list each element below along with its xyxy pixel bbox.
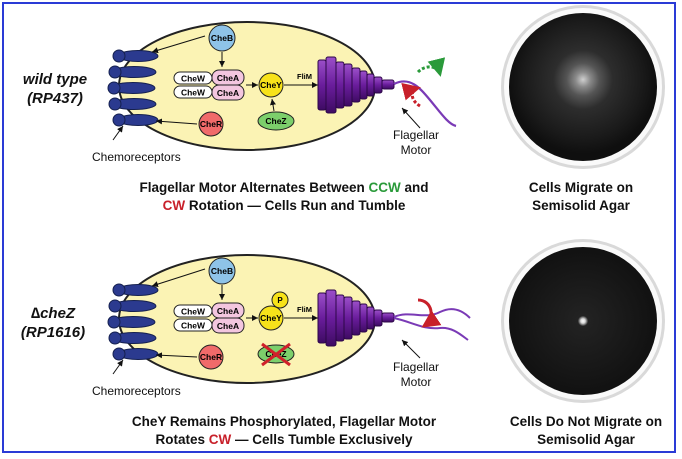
caption-bottom-line2-b: — Cells Tumble Exclusively (231, 432, 413, 447)
phosphate-label: P (277, 296, 283, 305)
cher-label-top: CheR (200, 119, 222, 129)
caption-top-line2: Rotation — Cells Run and Tumble (185, 198, 406, 213)
caption-migrate: Cells Migrate on Semisolid Agar (506, 179, 656, 215)
cw-arrow-top (401, 82, 421, 108)
chea-label-2-bottom: CheA (217, 321, 239, 331)
flim-label-top: FliM (297, 72, 312, 81)
flagellar-motor-bottom (317, 289, 395, 347)
chea-label-1-top: CheA (217, 73, 239, 83)
caption-chez: CheY Remains Phosphorylated, Flagellar M… (104, 413, 464, 449)
cheb-circle-top (208, 24, 236, 52)
flim-label-bottom: FliM (297, 305, 312, 314)
chew-label-2-bottom: CheW (181, 321, 206, 331)
chemoreceptors-bottom (107, 283, 159, 361)
chew-label-1-bottom: CheW (181, 307, 206, 317)
caption-top-cw: CW (162, 198, 186, 213)
chemoreceptors-top (107, 49, 159, 127)
chey-circle-top (258, 72, 284, 98)
strain-name-wild-type: wild type (22, 71, 88, 88)
caption-top-line1-a: Flagellar Motor Alternates Between (139, 180, 369, 195)
motor-label-bottom-line1: Flagellar (392, 360, 440, 374)
strain-id-chez: (RP1616) (20, 324, 86, 341)
caption-no-migrate: Cells Do Not Migrate on Semisolid Agar (498, 413, 674, 449)
deletion-cross-icon (261, 342, 291, 367)
cher-label-bottom: CheR (200, 352, 222, 362)
ccw-arrow-top (416, 57, 446, 77)
caption-bottom-line1: CheY Remains Phosphorylated, Flagellar M… (131, 414, 437, 429)
chey-label-bottom: CheY (260, 313, 282, 323)
chea-label-2-top: CheA (217, 88, 239, 98)
strain-label-chez: ∆cheZ (RP1616) (8, 304, 98, 342)
motor-label-bottom: Flagellar Motor (386, 360, 446, 390)
phosphate-badge (271, 291, 289, 309)
motor-label-top-line1: Flagellar (392, 128, 440, 142)
chey-label-top: CheY (260, 80, 282, 90)
cw-arrow-bottom (417, 298, 442, 328)
cheb-label-top: CheB (211, 33, 233, 43)
chemoreceptors-label-top: Chemoreceptors (92, 150, 181, 164)
cher-circle-top (198, 111, 224, 137)
caption-wild-type: Flagellar Motor Alternates Between CCW a… (104, 179, 464, 215)
chew-label-1-top: CheW (181, 74, 206, 84)
caption-migrate-line1: Cells Migrate on (528, 180, 634, 195)
chez-label-top: CheZ (265, 116, 286, 126)
motor-label-top-line2: Motor (400, 143, 432, 157)
petri-dish-migrate (501, 5, 665, 169)
caption-no-migrate-line1: Cells Do Not Migrate on (509, 414, 663, 429)
caption-bottom-line2-a: Rotates (155, 432, 209, 447)
flagellum-top (393, 80, 457, 128)
caption-top-line1-b: and (400, 180, 429, 195)
figure-frame (2, 2, 676, 453)
flagellar-motor-top (317, 56, 395, 114)
chew-chea-complex-top (173, 69, 245, 101)
chey-circle-bottom (258, 305, 284, 331)
chea-label-1-bottom: CheA (217, 306, 239, 316)
chemoreceptors-label-bottom: Chemoreceptors (92, 384, 181, 398)
caption-migrate-line2: Semisolid Agar (532, 198, 630, 213)
chez-oval-top (257, 111, 295, 131)
chew-label-2-top: CheW (181, 88, 206, 98)
caption-top-ccw: CCW (368, 180, 401, 195)
cher-circle-bottom (198, 344, 224, 370)
caption-bottom-cw: CW (208, 432, 232, 447)
cheb-circle-bottom (208, 257, 236, 285)
chemoreceptor-pointer-top (112, 125, 124, 141)
caption-no-migrate-line2: Semisolid Agar (537, 432, 635, 447)
motor-label-bottom-line2: Motor (400, 375, 432, 389)
cheb-label-bottom: CheB (211, 266, 233, 276)
chew-chea-complex-bottom (173, 302, 245, 334)
strain-name-chez: ∆cheZ (30, 305, 76, 322)
motor-label-top: Flagellar Motor (386, 128, 446, 158)
petri-dish-no-migrate (501, 239, 665, 403)
strain-label-wild-type: wild type (RP437) (10, 70, 100, 108)
strain-id-wild-type: (RP437) (27, 90, 83, 107)
